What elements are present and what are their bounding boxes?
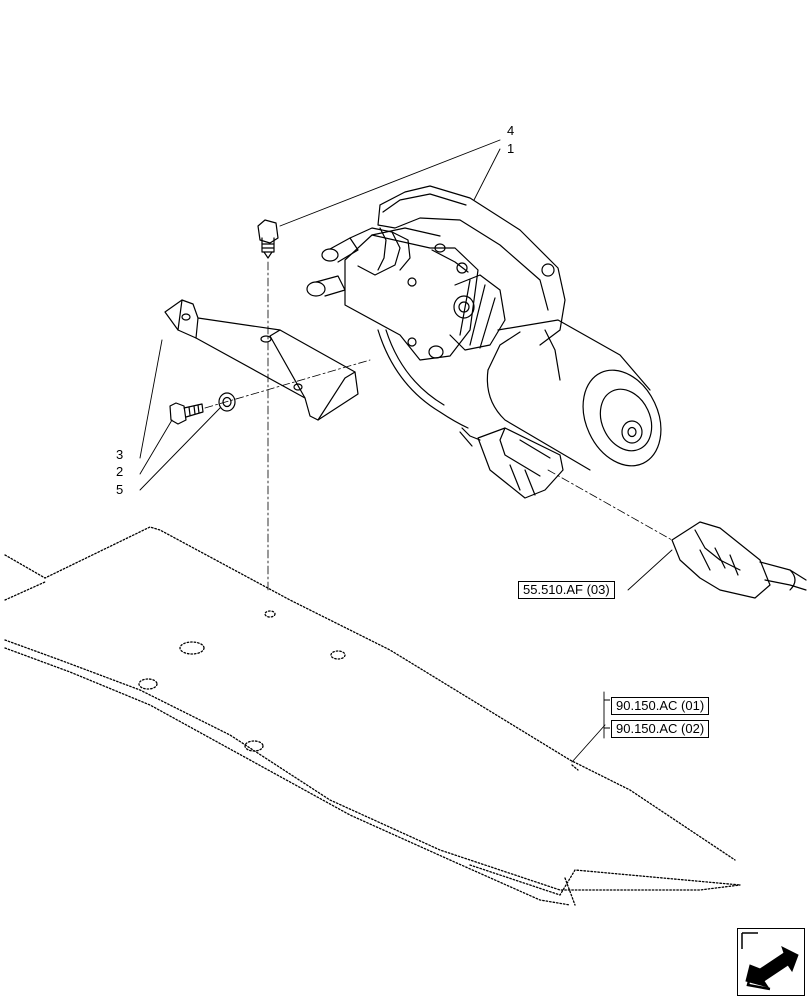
screw-item-2 (169, 402, 204, 425)
wiper-motor-item-1 (306, 185, 662, 499)
callout-5[interactable]: 5 (116, 482, 124, 497)
next-page-arrow-icon (741, 932, 799, 991)
washer-item-5 (218, 392, 236, 412)
reference-90-150-ac-02[interactable]: 90.150.AC (02) (611, 720, 710, 738)
mating-connector (671, 521, 807, 599)
callout-2[interactable]: 2 (116, 464, 124, 479)
reference-55-510-af-03[interactable]: 55.510.AF (03) (518, 581, 615, 599)
reference-90-150-ac-01[interactable]: 90.150.AC (01) (611, 697, 710, 715)
leader-lines (139, 139, 673, 763)
assembly-centerlines (204, 261, 673, 591)
callout-1[interactable]: 1 (507, 141, 515, 156)
callout-4[interactable]: 4 (507, 123, 515, 138)
callout-3[interactable]: 3 (116, 447, 124, 462)
bracket (164, 299, 359, 421)
next-page-button[interactable] (737, 928, 805, 996)
cab-panel-outline (4, 526, 741, 906)
bolt-item-4 (257, 219, 279, 259)
